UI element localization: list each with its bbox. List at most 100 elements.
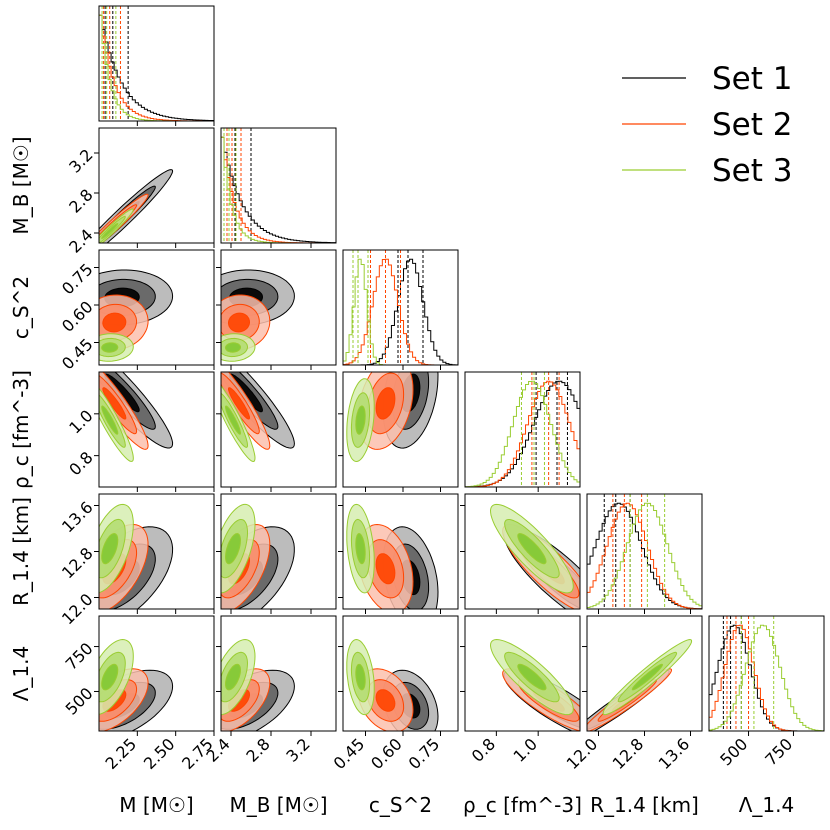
- contour-set2-level3: [375, 689, 396, 712]
- panel-frame: [98, 127, 215, 244]
- x-tick-label: 0.45: [330, 734, 369, 773]
- panel-rho_c-vs-MB: [221, 372, 295, 463]
- panel-frame: [220, 127, 337, 244]
- contour-set2-level3: [102, 312, 127, 333]
- panel-cs2-vs-cs2: [343, 250, 458, 365]
- contour-set3-level3: [101, 663, 119, 691]
- panels-layer: [94, 5, 825, 736]
- contour-set3-level3: [101, 405, 119, 435]
- y-tick-label: 12.0: [58, 590, 97, 629]
- hist-set2: [587, 502, 702, 609]
- contour-set3-level3: [101, 532, 119, 565]
- y-tick-label: 2.8: [65, 185, 96, 216]
- y-tick-label: 500: [62, 684, 97, 719]
- panel-frame: [708, 615, 825, 732]
- legend-label-set2: Set 2: [712, 107, 792, 143]
- x-tick-label: 2.50: [140, 734, 179, 773]
- hist-set3: [465, 380, 580, 487]
- contour-set3-level3: [355, 405, 366, 435]
- contour-set3-level3: [355, 532, 366, 565]
- y-tick-label: 2.4: [65, 225, 96, 256]
- panel-MB-vs-M: [99, 169, 174, 243]
- y-tick-label: 0.60: [58, 297, 97, 336]
- contour-set3-level3: [101, 342, 119, 353]
- panel-frame: [220, 615, 337, 732]
- x-tick-label: 13.6: [655, 734, 694, 773]
- contour-set3-level3: [631, 663, 664, 691]
- panel-rho_c-vs-cs2: [346, 372, 439, 463]
- y-axis-title-MB: M_B [M☉]: [9, 136, 33, 234]
- y-tick-label: 3.2: [65, 145, 96, 176]
- panel-cs2-vs-M: [99, 269, 174, 362]
- panel-frame: [464, 371, 581, 488]
- panel-frame: [342, 249, 459, 366]
- contour-set2-level3: [375, 553, 396, 585]
- hist-set3: [709, 624, 824, 731]
- panel-frame: [220, 371, 337, 488]
- contour-set3-level3: [225, 532, 241, 565]
- legend-label-set3: Set 3: [712, 153, 792, 189]
- panel-frame: [98, 249, 215, 366]
- contour-set2-level3: [375, 387, 396, 420]
- contour-set3-level3: [517, 663, 547, 691]
- panel-rho_c-vs-M: [99, 372, 174, 462]
- contour-set3-level3: [101, 223, 119, 239]
- panel-rho_c-vs-rho_c: [465, 372, 580, 487]
- y-axis-title-R14: R_1.4 [km]: [9, 497, 33, 606]
- y-axis-title-L14: Λ_1.4: [9, 646, 33, 702]
- panel-frame: [98, 615, 215, 732]
- x-tick-label: 500: [716, 734, 751, 769]
- x-axis-title-R14: R_1.4 [km]: [590, 793, 699, 817]
- hist-set2: [465, 380, 580, 487]
- panel-R14-vs-cs2: [346, 503, 439, 609]
- panel-cs2-vs-MB: [221, 269, 295, 362]
- hist-set3: [221, 136, 336, 243]
- panel-frame: [98, 371, 215, 488]
- contour-set3-level3: [517, 532, 547, 565]
- y-tick-label: 0.8: [65, 448, 96, 479]
- panel-frame: [464, 615, 581, 732]
- panel-MB-vs-MB: [221, 128, 336, 243]
- hist-set3: [587, 502, 702, 609]
- contour-set3-level3: [225, 405, 241, 435]
- panel-M-vs-M: [99, 6, 214, 121]
- hist-set2: [221, 136, 336, 243]
- y-axis-title-rho_c: ρ_c [fm^-3]: [9, 370, 33, 489]
- y-tick-label: 1.0: [65, 406, 96, 437]
- panel-frame: [220, 249, 337, 366]
- panel-L14-vs-L14: [709, 616, 824, 731]
- x-axis-title-M: M [M☉]: [119, 793, 193, 817]
- panel-R14-vs-M: [99, 503, 174, 609]
- panel-frame: [342, 371, 459, 488]
- panel-R14-vs-MB: [221, 503, 295, 609]
- x-tick-label: 3.2: [282, 734, 313, 765]
- x-axis-title-L14: Λ_1.4: [739, 793, 795, 817]
- contour-set3-level3: [355, 663, 366, 691]
- x-tick-label: 0.8: [468, 734, 499, 765]
- panel-L14-vs-M: [99, 638, 174, 731]
- panel-L14-vs-MB: [221, 638, 295, 731]
- x-tick-label: 750: [761, 734, 796, 769]
- contour-set3-level3: [225, 342, 241, 353]
- x-tick-label: 12.0: [563, 734, 602, 773]
- panel-L14-vs-rho_c: [489, 638, 580, 731]
- x-tick-label: 0.75: [405, 734, 444, 773]
- x-axis-title-cs2: c_S^2: [369, 793, 432, 817]
- y-tick-label: 750: [62, 639, 97, 674]
- x-tick-label: 12.8: [609, 734, 648, 773]
- hist-set2: [709, 624, 824, 731]
- y-axis-title-cs2: c_S^2: [9, 276, 33, 339]
- panel-frame: [98, 5, 215, 122]
- y-tick-label: 13.6: [58, 498, 97, 537]
- panel-L14-vs-cs2: [346, 638, 439, 731]
- legend: Set 1 Set 2 Set 3: [622, 61, 792, 189]
- x-tick-label: 1.0: [510, 734, 541, 765]
- x-tick-label: 2.25: [102, 734, 141, 773]
- x-axis-title-rho_c: ρ_c [fm^-3]: [463, 793, 582, 817]
- hist-set1: [221, 136, 336, 243]
- hist-set1: [99, 14, 214, 121]
- panel-frame: [342, 615, 459, 732]
- legend-label-set1: Set 1: [712, 61, 792, 97]
- contour-set2-level3: [228, 312, 250, 333]
